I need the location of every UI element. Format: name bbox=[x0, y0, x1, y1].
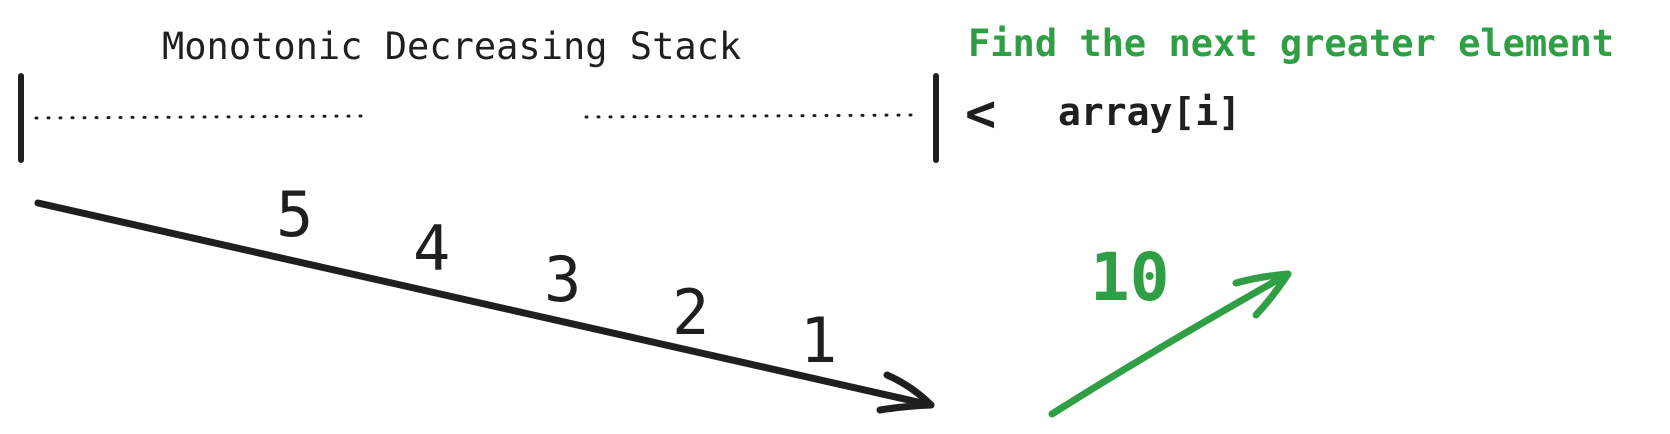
decreasing-arrow-head bbox=[876, 371, 935, 414]
diagram-subtitle: Find the next greater element bbox=[968, 22, 1615, 65]
comparison-operator: < bbox=[965, 84, 997, 144]
increasing-arrow-shaft bbox=[1048, 270, 1292, 418]
decreasing-arrow bbox=[34, 199, 935, 414]
increasing-arrow bbox=[1048, 270, 1292, 418]
diagram-title: Monotonic Decreasing Stack bbox=[162, 25, 742, 68]
next-greater-value: 10 bbox=[1090, 239, 1170, 316]
stack-value-4: 2 bbox=[672, 276, 710, 349]
stack-dotted-line-left bbox=[34, 114, 368, 120]
stack-value-2: 4 bbox=[413, 212, 451, 285]
decreasing-arrow-shaft bbox=[34, 199, 935, 409]
increasing-arrow-head bbox=[1232, 270, 1292, 319]
stack-dotted-line-right bbox=[584, 113, 918, 119]
stack-value-5: 1 bbox=[800, 304, 838, 377]
stack-value-3: 3 bbox=[544, 243, 582, 316]
comparison-expression: array[i] bbox=[1058, 90, 1242, 134]
stack-value-1: 5 bbox=[276, 178, 314, 251]
